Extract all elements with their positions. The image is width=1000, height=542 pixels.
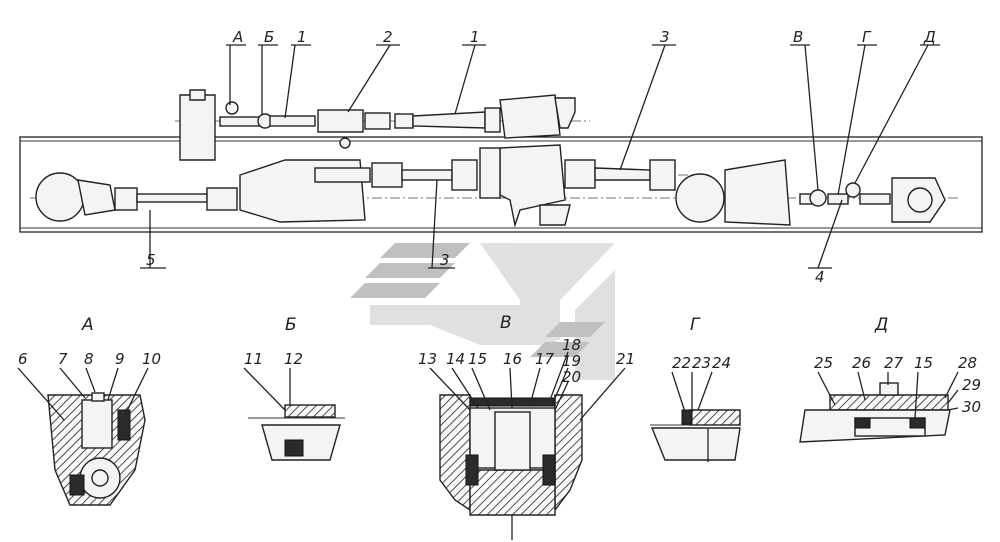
- callouts-bottom: 5 3 4: [140, 179, 843, 286]
- main-view: А Б 1 2 1 3 В Г Д 5 3 4: [19, 28, 983, 286]
- detail-d-label-26: 26: [852, 354, 871, 372]
- upper-driveshaft-1-left: [219, 101, 391, 149]
- detail-v-label-21: 21: [616, 350, 635, 368]
- detail-d-title: Д: [874, 315, 888, 335]
- detail-d-label-28: 28: [958, 354, 977, 372]
- detail-v-label-18: 18: [562, 336, 581, 354]
- detail-g-label-24: 24: [712, 354, 731, 372]
- callout-3a: 3: [660, 28, 670, 46]
- detail-v-label-19: 19: [562, 352, 581, 370]
- detail-v-label-13: 13: [418, 350, 437, 368]
- callout-V: В: [793, 28, 803, 46]
- callouts-top: А Б 1 2 1 3 В Г Д: [226, 28, 940, 196]
- detail-a-label-10: 10: [142, 350, 161, 368]
- detail-v: В 13 14 15 16 17 18 19 20 21: [418, 313, 635, 540]
- rear-axles: [675, 159, 946, 226]
- callout-1b: 1: [470, 28, 480, 46]
- detail-d-label-30: 30: [962, 398, 981, 416]
- detail-b-label-12: 12: [284, 350, 303, 368]
- detail-a: А 6 7 8 9 10: [17, 315, 161, 506]
- frame-outline: [19, 136, 983, 233]
- detail-d-label-25: 25: [814, 354, 833, 372]
- detail-a-label-9: 9: [115, 350, 125, 368]
- detail-d-label-27: 27: [884, 354, 904, 372]
- detail-b-title: Б: [285, 315, 297, 335]
- detail-d: Д 25 26 27 15 28 29 30: [799, 315, 981, 443]
- detail-d-label-15: 15: [914, 354, 933, 372]
- detail-v-label-14: 14: [446, 350, 465, 368]
- detail-a-label-7: 7: [58, 350, 68, 368]
- detail-b: Б 11 12: [243, 315, 345, 461]
- callout-5: 5: [146, 251, 156, 269]
- callout-4: 4: [815, 268, 825, 286]
- detail-a-label-8: 8: [84, 350, 94, 368]
- callout-3b: 3: [440, 251, 450, 269]
- callout-G: Г: [862, 28, 872, 46]
- detail-b-label-11: 11: [244, 350, 263, 368]
- callout-A: А: [232, 28, 243, 46]
- detail-g-label-23: 23: [692, 354, 711, 372]
- engine-transmission-block: [179, 89, 576, 228]
- callout-1a: 1: [297, 28, 307, 46]
- detail-d-label-29: 29: [962, 376, 981, 394]
- detail-g-label-22: 22: [672, 354, 691, 372]
- detail-a-label-6: 6: [18, 350, 28, 368]
- upper-driveshaft-1-right: [394, 107, 501, 133]
- callout-2: 2: [383, 28, 393, 46]
- detail-a-title: А: [81, 315, 94, 335]
- front-axle-left: [35, 159, 366, 223]
- watermark-logo: [350, 243, 615, 380]
- detail-v-label-15: 15: [468, 350, 487, 368]
- detail-v-label-16: 16: [503, 350, 522, 368]
- detail-v-label-17: 17: [535, 350, 555, 368]
- callout-B: Б: [264, 28, 274, 46]
- intermediate-shafts-3: [314, 147, 676, 199]
- detail-v-title: В: [500, 313, 512, 333]
- detail-g-title: Г: [690, 315, 701, 335]
- detail-v-label-20: 20: [562, 368, 581, 386]
- callout-D: Д: [923, 28, 936, 46]
- detail-g: Г 22 23 24: [650, 315, 741, 462]
